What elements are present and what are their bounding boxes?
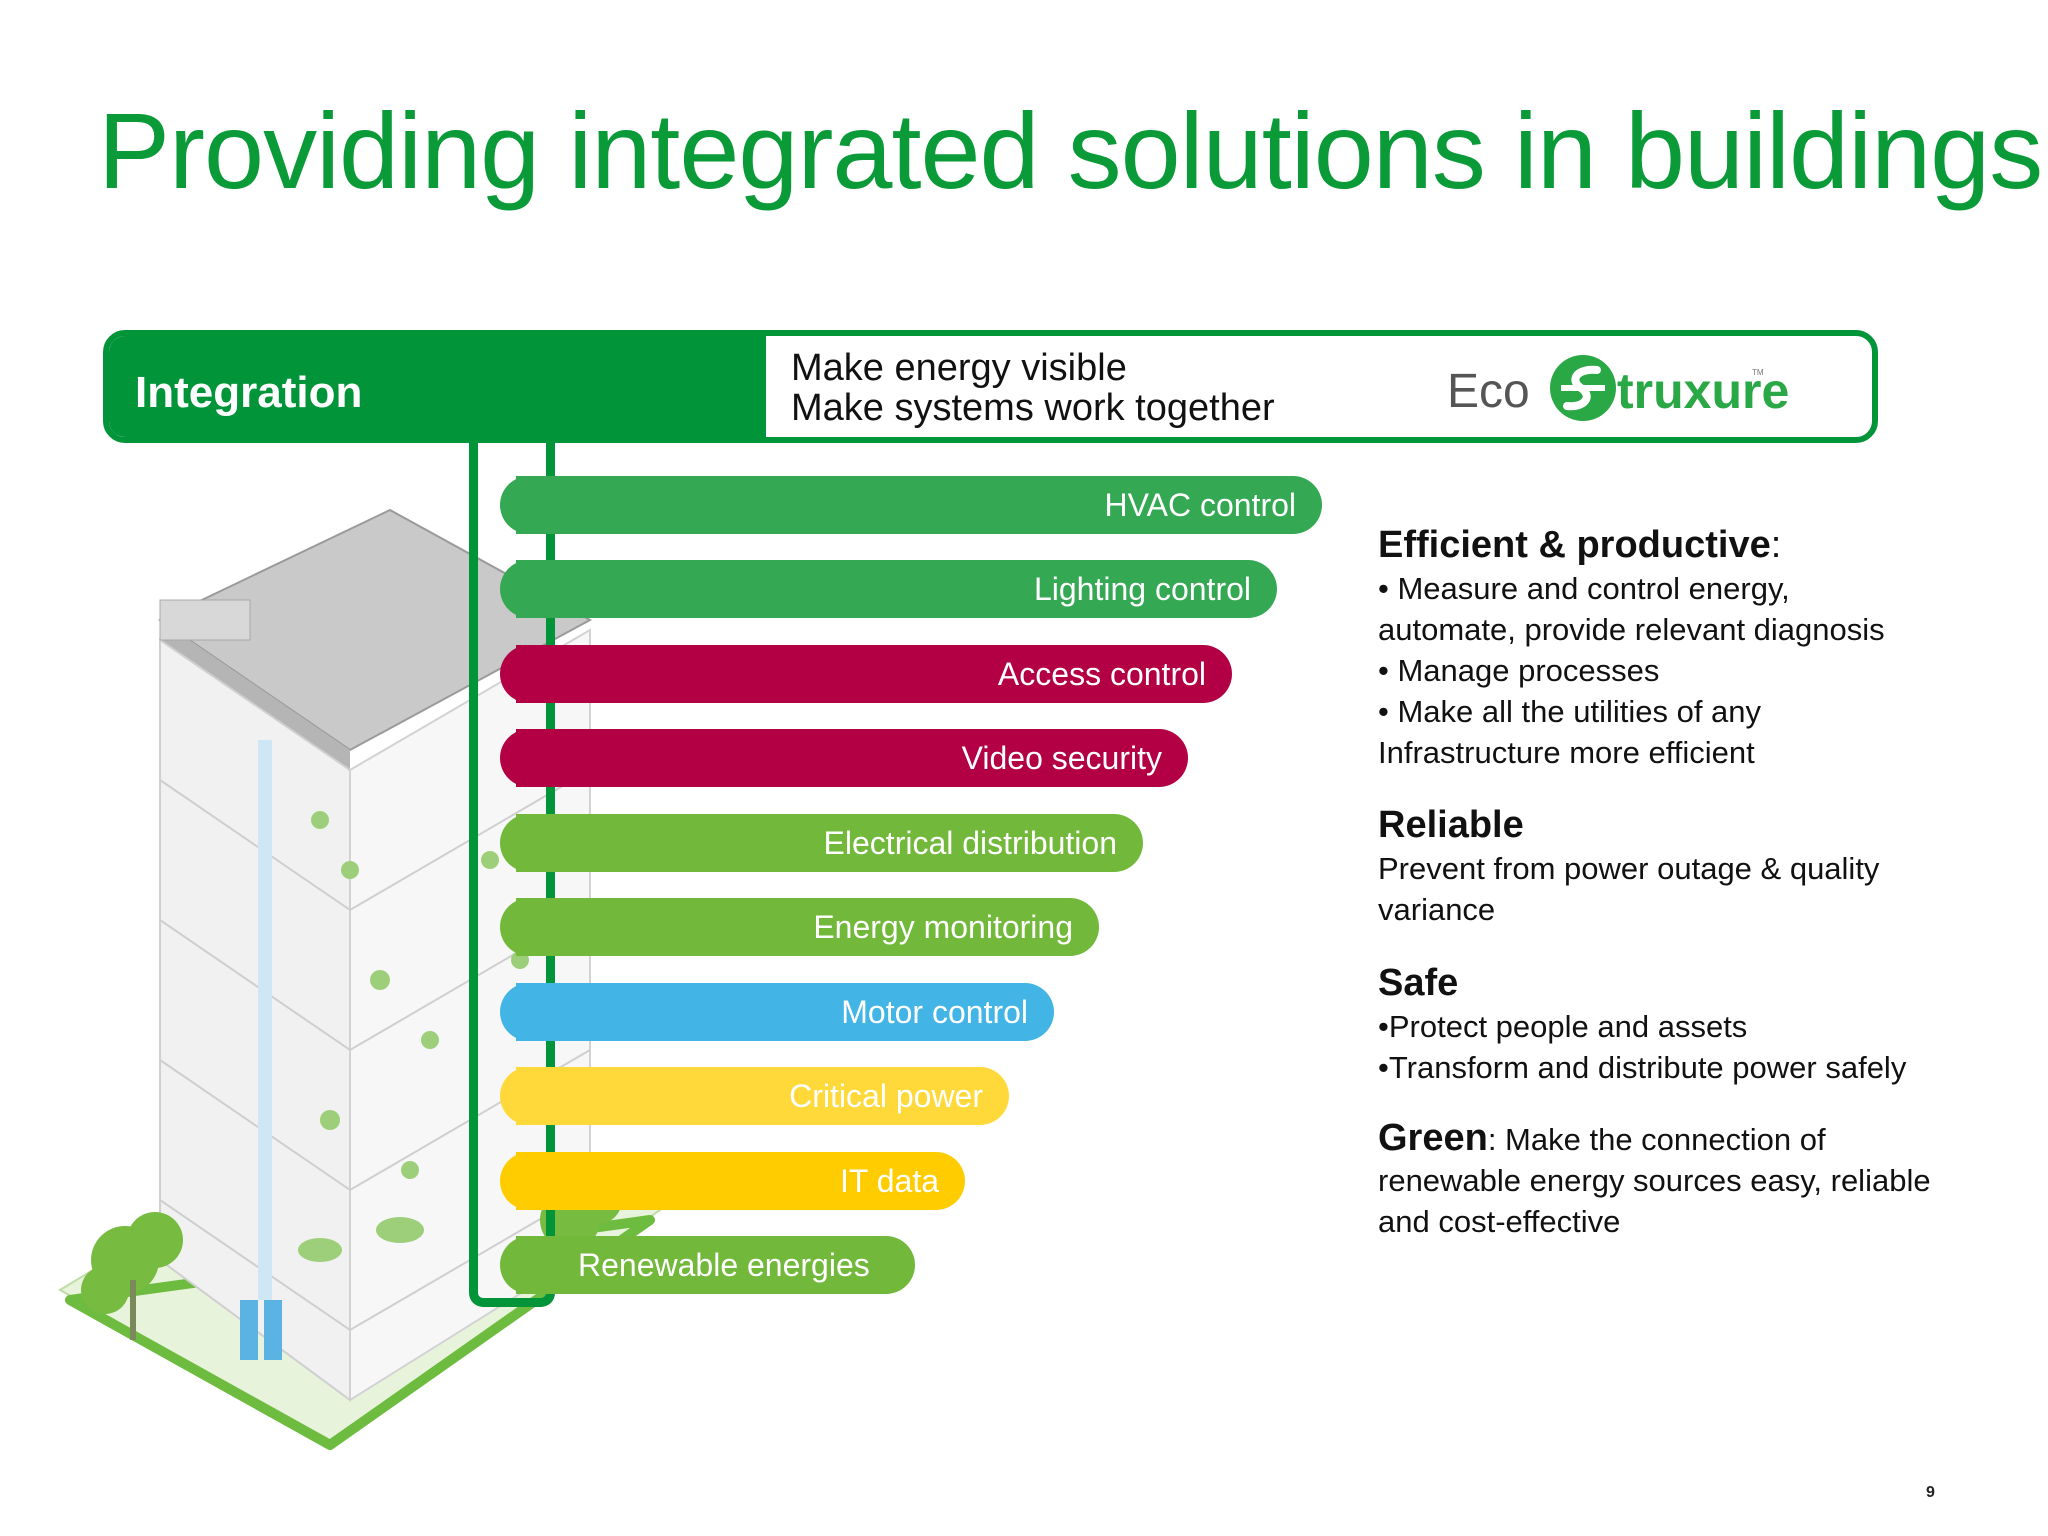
- logo-s-mark-icon: [1550, 355, 1616, 421]
- pill-energy-monitoring: Energy monitoring: [500, 898, 1099, 956]
- section-safe: Safe •Protect people and assets •Transfo…: [1378, 960, 2018, 1088]
- section-green: Green: Make the connection of renewable …: [1378, 1118, 2018, 1242]
- logo-text-eco: Eco: [1447, 365, 1530, 418]
- pill-video-security: Video security: [500, 729, 1188, 787]
- section-efficient: Efficient & productive: • Measure and co…: [1378, 522, 2018, 773]
- integration-label-box: Integration: [109, 336, 766, 437]
- green-first-line: Green: Make the connection of: [1378, 1118, 2018, 1160]
- heading-efficient-text: Efficient & productive: [1378, 524, 1771, 566]
- pill-renewable-energies: Renewable energies: [500, 1236, 915, 1294]
- reliable-line-1: Prevent from power outage & quality: [1378, 851, 1880, 886]
- pill-electrical-distribution: Electrical distribution: [500, 814, 1143, 872]
- banner-text: Make energy visible Make systems work to…: [791, 348, 1275, 428]
- safe-line-1: •Protect people and assets: [1378, 1009, 1748, 1044]
- pill-critical-power: Critical power: [500, 1067, 1009, 1125]
- green-line-3: and cost-effective: [1378, 1204, 1621, 1239]
- integration-label: Integration: [135, 368, 363, 417]
- pill-motor-control: Motor control: [500, 983, 1054, 1041]
- pill-label: HVAC control: [1104, 486, 1296, 523]
- pill-label: Critical power: [789, 1077, 983, 1114]
- pill-label: Renewable energies: [578, 1246, 870, 1283]
- logo-text-truxure: truxure: [1617, 363, 1790, 419]
- safe-line-2: •Transform and distribute power safely: [1378, 1050, 1907, 1085]
- green-line-2: renewable energy sources easy, reliable: [1378, 1163, 1931, 1198]
- heading-efficient: Efficient & productive:: [1378, 522, 2018, 568]
- reliable-line-2: variance: [1378, 892, 1496, 927]
- pill-label: Lighting control: [1033, 570, 1251, 607]
- pill-label: Video security: [961, 739, 1162, 776]
- heading-green: Green: [1378, 1117, 1488, 1159]
- heading-reliable: Reliable: [1378, 804, 1524, 846]
- efficient-line-2: automate, provide relevant diagnosis: [1378, 612, 1885, 647]
- integration-banner: Integration Make energy visible Make sys…: [103, 330, 1878, 443]
- efficient-line-1: • Measure and control energy,: [1378, 571, 1790, 606]
- pill-label: Motor control: [841, 993, 1028, 1030]
- page-number: 9: [1926, 1484, 1935, 1501]
- pill-access-control: Access control: [500, 645, 1232, 703]
- page-title: Providing integrated solutions in buildi…: [98, 90, 2043, 211]
- efficient-line-3: • Manage processes: [1378, 653, 1660, 688]
- section-reliable: Reliable Prevent from power outage & qua…: [1378, 802, 2018, 930]
- green-text-first: : Make the connection of: [1487, 1122, 1826, 1157]
- banner-line-2: Make systems work together: [791, 387, 1275, 429]
- pill-label: Energy monitoring: [813, 908, 1073, 945]
- pill-label: IT data: [839, 1162, 939, 1199]
- heading-colon: :: [1770, 524, 1782, 566]
- ecostruxure-logo: Eco truxure TM: [1447, 352, 1789, 422]
- pill-label: Access control: [997, 655, 1206, 692]
- banner-line-1: Make energy visible: [791, 347, 1127, 389]
- pill-it-data: IT data: [500, 1152, 965, 1210]
- efficient-line-5: Infrastructure more efficient: [1378, 735, 1755, 770]
- pill-hvac-control: HVAC control: [500, 476, 1322, 534]
- heading-safe: Safe: [1378, 962, 1459, 1004]
- integration-bracket: [469, 443, 555, 1307]
- pill-label: Electrical distribution: [823, 824, 1117, 861]
- logo-tm: TM: [1752, 368, 1764, 377]
- efficient-line-4: • Make all the utilities of any: [1378, 694, 1762, 729]
- pill-lighting-control: Lighting control: [500, 560, 1277, 618]
